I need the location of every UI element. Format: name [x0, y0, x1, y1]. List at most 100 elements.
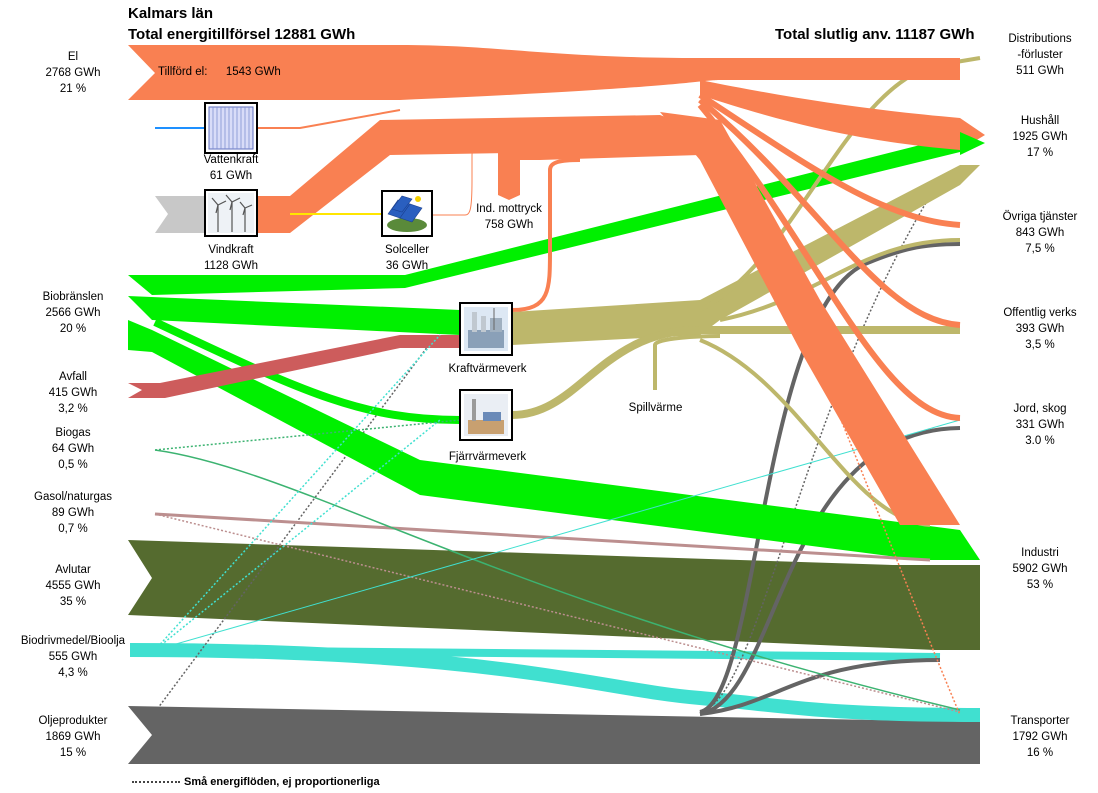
source-avlutar: Avlutar 4555 GWh 35 % — [18, 562, 128, 610]
source-pct: 0,5 % — [58, 459, 88, 471]
ind-mottryck-value: 758 GWh — [484, 219, 534, 231]
source-name: Biogas — [55, 427, 91, 439]
use-value: 5902 GWh — [1012, 563, 1068, 575]
flow-vatten-el — [257, 109, 401, 129]
use-name: Offentlig verks — [1003, 307, 1077, 319]
source-name: Biobränslen — [42, 291, 104, 303]
use-pct: 53 % — [1026, 579, 1054, 591]
flow-kraftvarme-el — [511, 158, 581, 312]
use-transporter: Transporter 1792 GWh 16 % — [990, 713, 1090, 761]
source-name: Biodrivmedel/Bioolja — [20, 635, 126, 647]
source-name: El — [67, 51, 79, 63]
source-name: Avlutar — [55, 564, 91, 576]
source-biogas: Biogas 64 GWh 0,5 % — [18, 425, 128, 473]
vattenkraft-name: Vattenkraft — [203, 154, 259, 166]
spillvarme-name: Spillvärme — [628, 402, 683, 414]
source-avfall: Avfall 415 GWh 3,2 % — [18, 369, 128, 417]
region-title: Kalmars län — [128, 5, 214, 22]
use-value: 511 GWh — [1016, 65, 1064, 77]
kraftvarmeverk-name: Kraftvärmeverk — [448, 363, 527, 375]
kraftvarmeverk-icon — [459, 302, 513, 356]
flow-heat-ovriga — [719, 238, 961, 322]
source-pct: 3,2 % — [58, 403, 88, 415]
fjarrvarmeverk-name: Fjärrvärmeverk — [448, 451, 527, 463]
flow-bio-fjarrvarme — [153, 318, 461, 424]
fjarrvarmeverk-icon — [459, 389, 513, 441]
vattenkraft-value: 61 GWh — [209, 170, 253, 182]
supply-total: Total energitillförsel 12881 GWh — [128, 26, 356, 43]
source-biodrivmedel: Biodrivmedel/Bioolja 555 GWh 4,3 % — [18, 633, 128, 681]
source-pct: 15 % — [59, 747, 87, 759]
flow-el-ovriga — [698, 92, 961, 228]
flow-el-main — [128, 45, 960, 100]
flow-biodriv-main — [129, 643, 981, 722]
flow-vind-input — [155, 196, 205, 233]
flow-avfall-kraftvarme — [128, 335, 460, 398]
use-pct: 17 % — [1026, 147, 1054, 159]
flow-kraftvarme-heat — [512, 165, 980, 345]
use-name: Industri — [1021, 547, 1059, 559]
flow-sol-ind-line — [430, 139, 499, 216]
vattenkraft-icon — [204, 102, 258, 154]
flow-biodriv-dotted — [154, 334, 441, 651]
source-name: Avfall — [59, 371, 87, 383]
use-name-2: -förluster — [1017, 49, 1063, 61]
source-pct: 20 % — [59, 323, 87, 335]
source-value: 2768 GWh — [45, 67, 101, 79]
use-total: Total slutlig anv. 11187 GWh — [775, 26, 975, 43]
flow-el-transport-dotted — [699, 99, 961, 716]
use-hushall: Hushåll 1925 GWh 17 % — [990, 113, 1090, 161]
solceller-value: 36 GWh — [385, 260, 429, 272]
flow-el-industri — [660, 112, 980, 525]
flow-el-jord — [697, 103, 961, 421]
source-name: Gasol/naturgas — [34, 491, 112, 503]
ind-mottryck-label: Ind. mottryck 758 GWh — [468, 201, 550, 233]
flow-el-hushall — [700, 80, 985, 150]
vindkraft-label: Vindkraft 1128 GWh — [190, 242, 272, 274]
use-value: 843 GWh — [1015, 227, 1065, 239]
flow-el-offentlig — [698, 97, 961, 328]
flow-heat-spill — [653, 334, 721, 390]
flow-biodriv-industri — [154, 646, 941, 661]
use-offentlig-verks: Offentlig verks 393 GWh 3,5 % — [990, 305, 1090, 353]
arrow-hushall — [960, 132, 985, 155]
source-value: 4555 GWh — [45, 580, 101, 592]
use-name: Distributions — [1008, 33, 1072, 45]
use-pct: 16 % — [1026, 747, 1054, 759]
solceller-name: Solceller — [384, 244, 430, 256]
use-name: Hushåll — [1020, 115, 1060, 127]
use-value: 331 GWh — [1015, 419, 1065, 431]
use-value: 1792 GWh — [1012, 731, 1068, 743]
flow-ind-mottryck — [498, 130, 700, 200]
legend: Små energiflöden, ej proportionerliga — [132, 776, 380, 788]
tillford-el-label: Tillförd el: 1543 GWh — [158, 64, 281, 80]
source-pct: 0,7 % — [58, 523, 88, 535]
use-ovriga-tjanster: Övriga tjänster 843 GWh 7,5 % — [990, 209, 1090, 257]
kraftvarmeverk-label: Kraftvärmeverk — [440, 361, 535, 377]
legend-text: Små energiflöden, ej proportionerliga — [184, 776, 380, 788]
source-value: 1869 GWh — [45, 731, 101, 743]
vindkraft-name: Vindkraft — [208, 244, 254, 256]
vindkraft-icon — [204, 189, 258, 237]
ind-mottryck-name: Ind. mottryck — [476, 203, 542, 215]
dotted-line-sample — [132, 781, 180, 784]
source-value: 415 GWh — [48, 387, 98, 399]
flow-fjarrvarme-heat — [511, 326, 960, 419]
tillford-el-value: 1543 GWh — [225, 66, 281, 78]
flow-biodriv-jord — [154, 419, 961, 651]
vattenkraft-label: Vattenkraft 61 GWh — [190, 152, 272, 184]
source-el: El 2768 GWh 21 % — [18, 49, 128, 97]
flow-bio-kraftvarme — [128, 296, 460, 335]
source-value: 2566 GWh — [45, 307, 101, 319]
use-name: Transporter — [1010, 715, 1070, 727]
use-name: Övriga tjänster — [1002, 211, 1078, 223]
flow-el-sectors — [697, 92, 961, 421]
use-value: 1925 GWh — [1012, 131, 1068, 143]
source-gasol: Gasol/naturgas 89 GWh 0,7 % — [18, 489, 128, 537]
source-pct: 35 % — [59, 596, 87, 608]
use-pct: 7,5 % — [1025, 243, 1055, 255]
flow-gasol — [154, 512, 931, 562]
flow-olja-transporter — [128, 706, 980, 764]
use-name: Jord, skog — [1013, 403, 1067, 415]
